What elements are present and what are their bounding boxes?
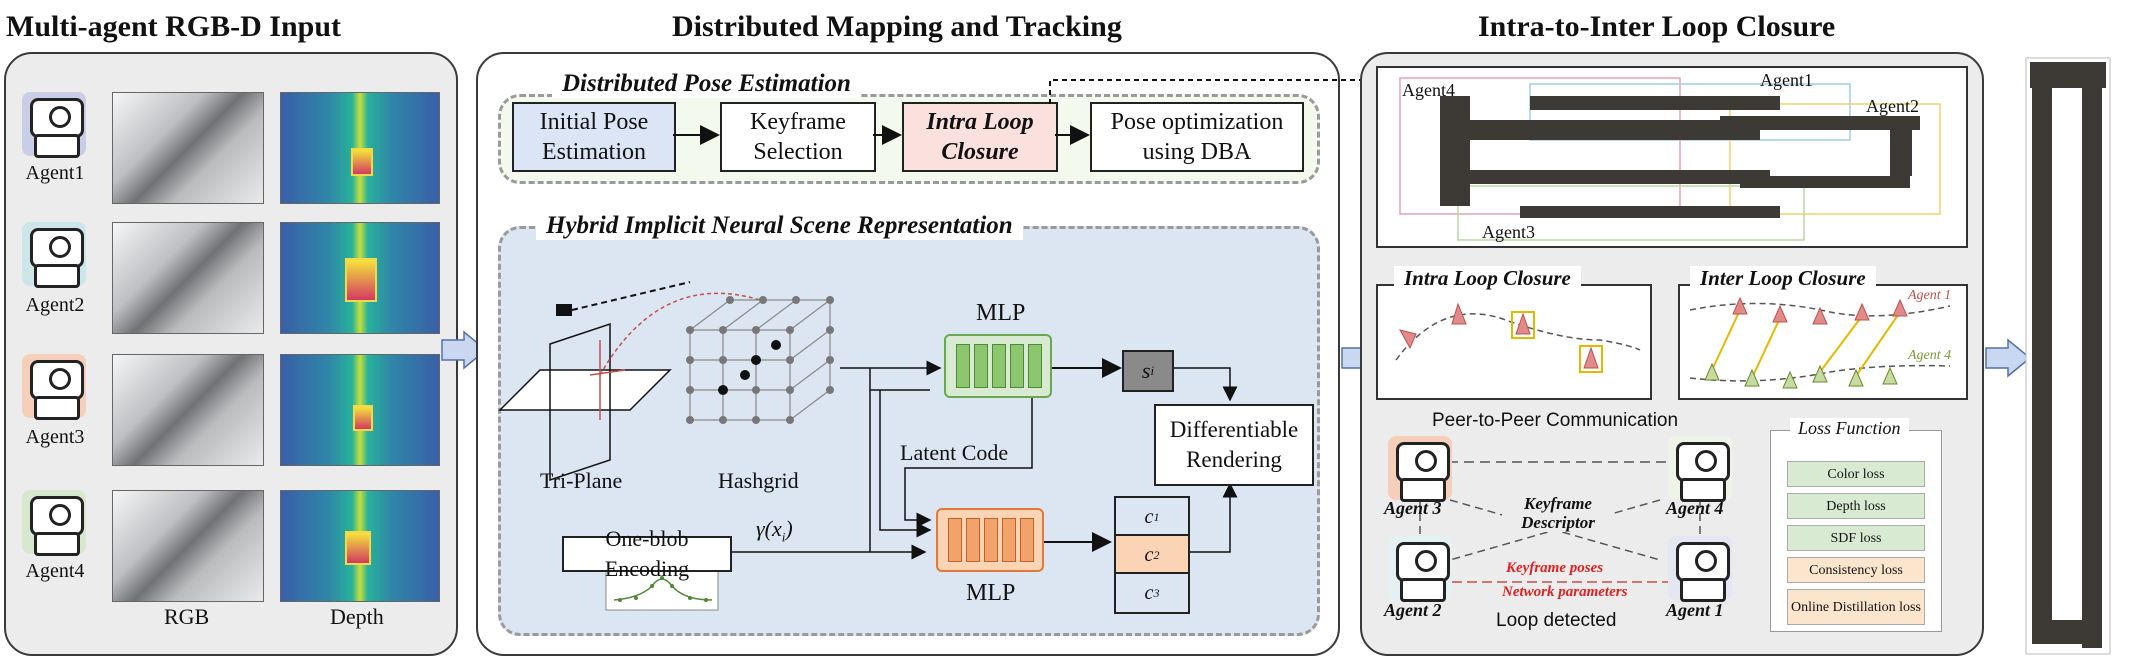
scene-representation-title: Hybrid Implicit Neural Scene Representat… — [536, 212, 1023, 240]
map-agent4-label: Agent4 — [1402, 80, 1455, 100]
mlp-bottom-label: MLP — [966, 580, 1016, 606]
initial-pose-box: Initial Pose Estimation — [512, 102, 676, 172]
intra-loop-title: Intra Loop Closure — [1394, 266, 1581, 291]
input-section-title: Multi-agent RGB-D Input — [6, 10, 342, 43]
agent-label: Agent2 — [25, 294, 85, 316]
mapping-section-title: Distributed Mapping and Tracking — [672, 10, 1122, 43]
rgb-image — [112, 222, 264, 334]
agent-label: Agent3 — [25, 426, 85, 448]
depth-image — [280, 92, 440, 204]
inter-agent4-label: Agent 4 — [1908, 348, 1952, 363]
latent-code-label: Latent Code — [900, 440, 1009, 465]
robot-icon — [22, 354, 86, 420]
pose-estimation-title: Distributed Pose Estimation — [552, 70, 861, 98]
robot-agent3-icon — [1388, 436, 1452, 502]
inter-loop-title: Inter Loop Closure — [1690, 266, 1876, 291]
p2p-title: Peer-to-Peer Communication — [1432, 410, 1679, 431]
agent4-label: Agent 4 — [1666, 498, 1724, 518]
agent3-label: Agent 3 — [1384, 498, 1442, 518]
mlp-top-block — [944, 334, 1052, 398]
agent2-label: Agent 2 — [1384, 600, 1442, 620]
differentiable-rendering-box: Differentiable Rendering — [1154, 404, 1314, 486]
hashgrid-label: Hashgrid — [718, 468, 799, 493]
one-blob-encoding-box: One-blob Encoding — [562, 526, 732, 581]
inter-agent1-label: Agent 1 — [1908, 288, 1952, 303]
rgb-image — [112, 92, 264, 204]
mlp-bottom-block — [936, 508, 1044, 572]
rgb-column-label: RGB — [164, 604, 210, 629]
map-agent2-label: Agent2 — [1866, 96, 1919, 116]
rgb-image — [112, 490, 264, 602]
keyframe-descriptor-label: Keyframe Descriptor — [1502, 494, 1614, 532]
loop-detected-label: Loop detected — [1496, 610, 1617, 631]
depth-image — [280, 354, 440, 466]
map-agent3-label: Agent3 — [1482, 222, 1535, 242]
depth-image — [280, 222, 440, 334]
map-agent1-label: Agent1 — [1760, 70, 1813, 90]
flow-arrow-1 — [441, 330, 488, 370]
rgb-image — [112, 354, 264, 466]
loss-item: Color loss — [1787, 461, 1925, 487]
gamma-label: γ(xi) — [756, 516, 793, 545]
robot-agent2-icon — [1388, 536, 1452, 602]
loss-item: Depth loss — [1787, 493, 1925, 519]
pose-optimization-box: Pose optimization using DBA — [1090, 102, 1304, 172]
keyframe-poses-label: Keyframe poses — [1506, 560, 1604, 576]
robot-agent4-icon — [1668, 436, 1732, 502]
depth-column-label: Depth — [330, 604, 384, 629]
intra-loop-closure-box: Intra Loop Closure — [902, 102, 1058, 172]
flow-arrow-3 — [1985, 338, 2032, 378]
depth-image — [280, 490, 440, 602]
triplane-label: Tri-Plane — [540, 468, 623, 493]
network-params-label: Network parameters — [1502, 584, 1628, 600]
agent-label: Agent1 — [25, 162, 85, 184]
loss-function-title: Loss Function — [1790, 418, 1909, 439]
agent-label: Agent4 — [25, 560, 85, 582]
keyframe-selection-box: Keyframe Selection — [720, 102, 876, 172]
agent1-label: Agent 1 — [1666, 600, 1724, 620]
robot-agent1-icon — [1668, 536, 1732, 602]
loss-item: Consistency loss — [1787, 557, 1925, 583]
mlp-top-label: MLP — [976, 300, 1026, 326]
loss-function-box: Color loss Depth loss SDF loss Consisten… — [1770, 430, 1942, 632]
loss-item: Online Distillation loss — [1787, 589, 1925, 625]
robot-icon — [22, 490, 86, 556]
loss-item: SDF loss — [1787, 525, 1925, 551]
robot-icon — [22, 222, 86, 288]
loop-section-title: Intra-to-Inter Loop Closure — [1478, 10, 1836, 43]
robot-icon — [22, 92, 86, 158]
